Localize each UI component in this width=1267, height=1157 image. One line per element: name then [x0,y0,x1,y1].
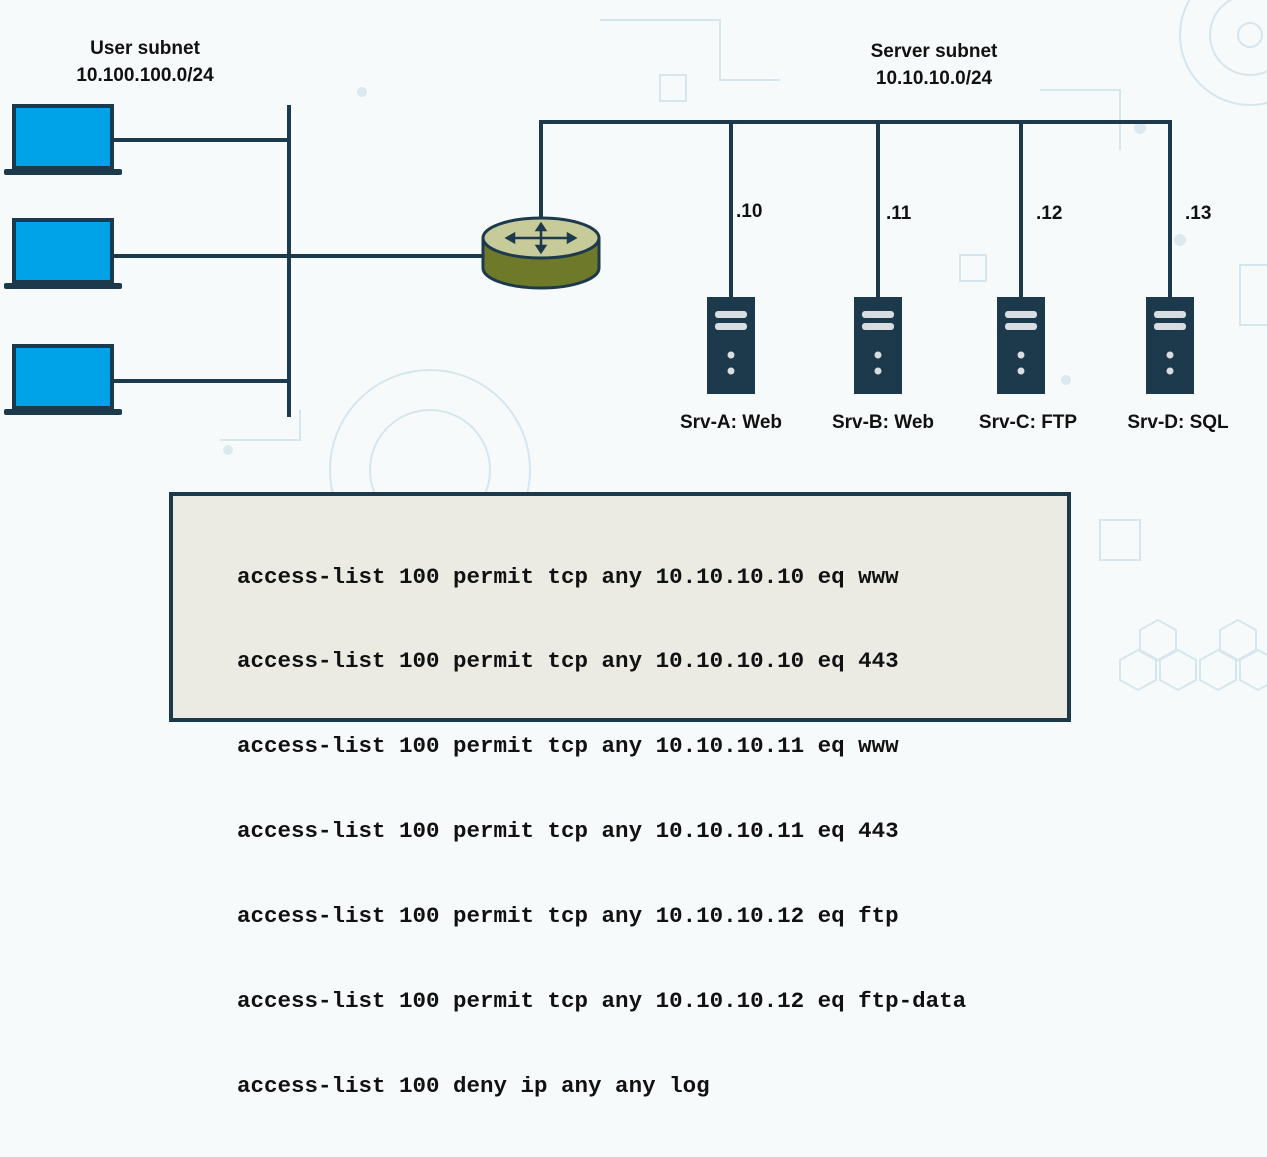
server-name-label: Srv-A: Web [679,412,783,433]
laptop-icon [4,218,122,289]
user-subnet-label: User subnet 10.100.100.0/24 [45,35,245,89]
acl-line: access-list 100 deny ip any any log [237,1072,710,1099]
acl-line: access-list 100 permit tcp any 10.10.10.… [237,818,899,845]
server-name-label: Srv-D: SQL [1127,412,1229,433]
laptop-icon [4,344,122,415]
acl-line: access-list 100 permit tcp any 10.10.10.… [237,988,967,1015]
server-icon [1146,297,1194,394]
server-subnet-title: Server subnet [870,41,998,62]
server-icon [997,297,1045,394]
server-subnet-label: Server subnet 10.10.10.0/24 [834,38,1034,92]
server-subnet-cidr: 10.10.10.0/24 [875,68,993,89]
server-icon [707,297,755,394]
server-name-label: Srv-B: Web [831,412,935,433]
acl-line: access-list 100 permit tcp any 10.10.10.… [237,733,899,760]
laptop-icon [4,104,122,175]
router-icon [481,216,601,290]
server-icon [854,297,902,394]
user-subnet-title: User subnet [90,38,200,59]
acl-config-box: access-list 100 permit tcp any 10.10.10.… [169,492,1071,1099]
acl-line: access-list 100 permit tcp any 10.10.10.… [237,648,899,675]
server-ip-label: .10 [736,201,763,222]
network-diagram [4,104,1194,417]
user-subnet-cidr: 10.100.100.0/24 [76,65,214,86]
acl-line: access-list 100 permit tcp any 10.10.10.… [237,563,899,590]
acl-line-list: access-list 100 permit tcp any 10.10.10.… [237,506,966,1157]
server-ip-label: .13 [1185,203,1212,224]
server-ip-label: .12 [1036,203,1063,224]
acl-line: access-list 100 permit tcp any 10.10.10.… [237,903,899,930]
server-ip-label: .11 [886,203,912,224]
network-links [112,105,1172,417]
server-name-label: Srv-C: FTP [978,412,1078,433]
